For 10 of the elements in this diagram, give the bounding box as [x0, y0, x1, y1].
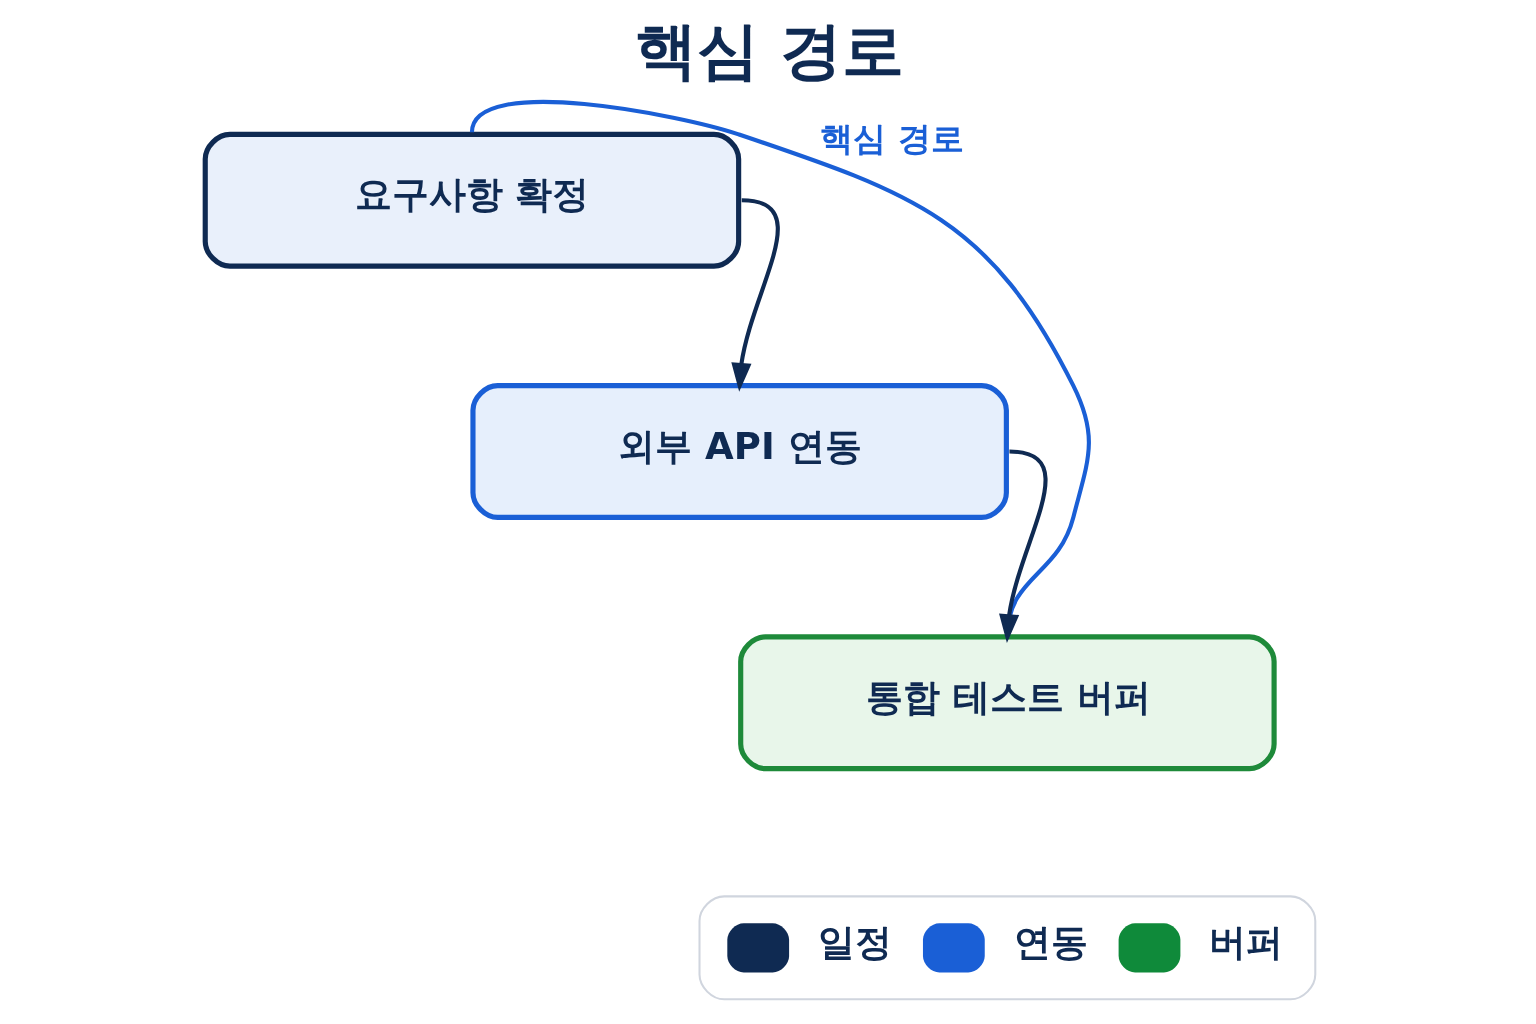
legend-label: 연동	[1013, 920, 1088, 964]
legend-label: 일정	[817, 920, 892, 964]
node-box: 요구사항 확정	[202, 131, 741, 269]
arrow	[730, 198, 780, 392]
legend-label: 버퍼	[1208, 920, 1283, 964]
arrow	[998, 449, 1047, 644]
edge-label: 핵심 경로	[819, 118, 964, 158]
node-box: 외부 API 연동	[469, 383, 1009, 520]
diagram-title: 핵심 경로	[634, 15, 904, 88]
node-box: 통합 테스트 버퍼	[737, 634, 1277, 772]
